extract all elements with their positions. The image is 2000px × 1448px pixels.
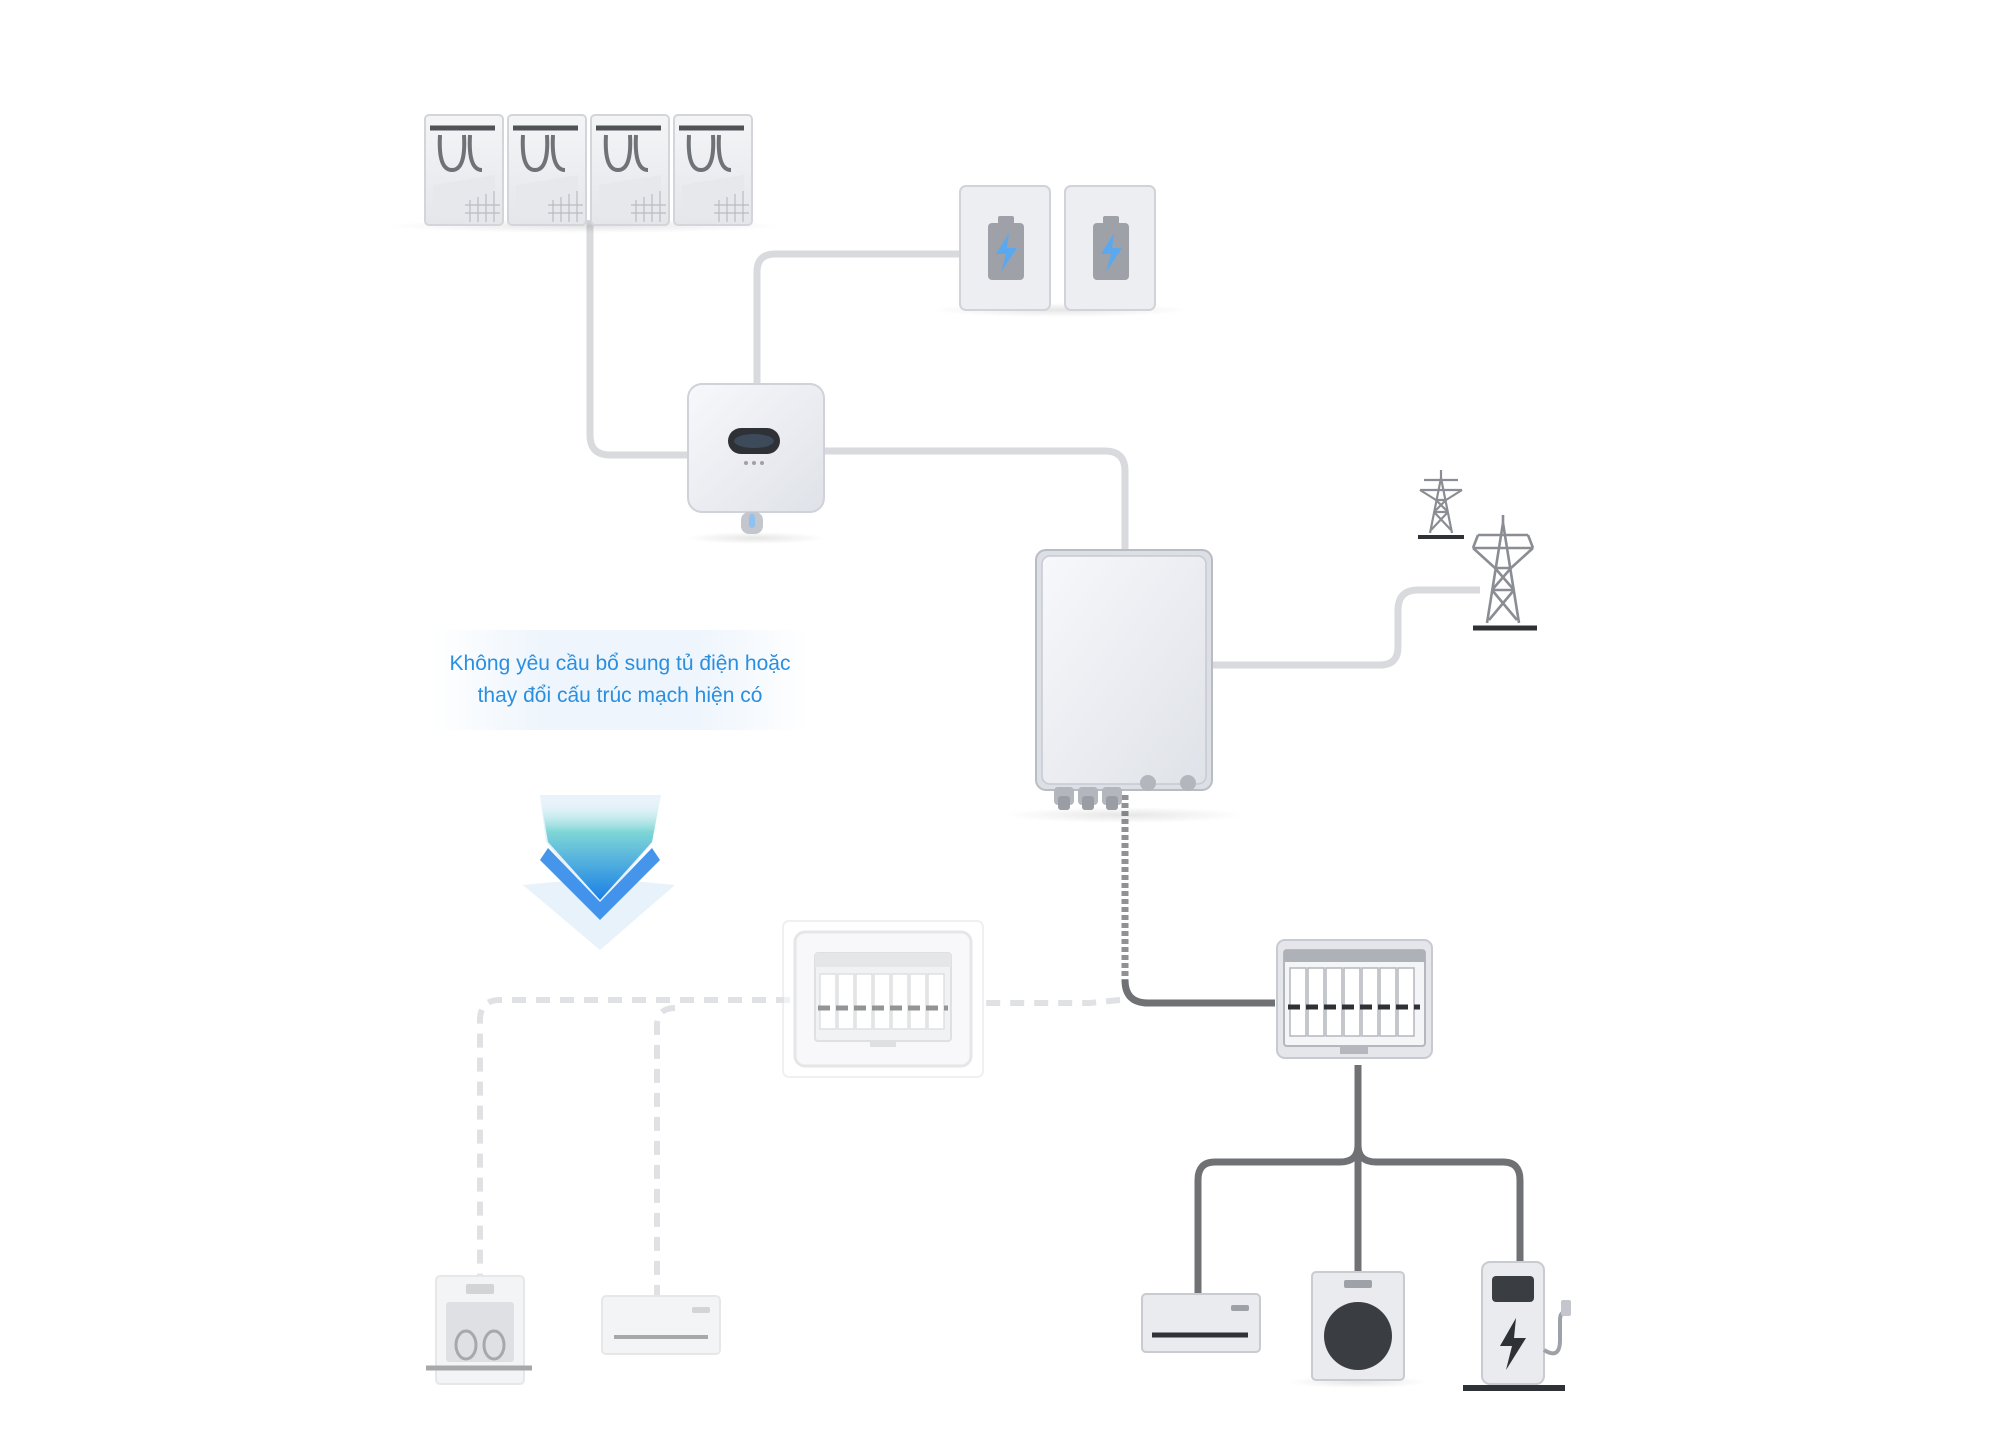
cable-box-newpanel: [1121, 979, 1275, 1007]
solar-panel-icon: [507, 114, 587, 226]
cable-old-ac-dashed: [654, 1005, 676, 1295]
transmission-tower-icon: [1418, 470, 1464, 539]
transmission-tower-icon: [1471, 515, 1537, 631]
cable-old-panel-dashed: [985, 997, 1121, 1006]
cable-box-grid: [1210, 586, 1480, 669]
solar-panel-icon: [424, 114, 504, 226]
cable-newpanel-loads: [1194, 1065, 1524, 1295]
air-conditioner-icon: [1141, 1293, 1261, 1353]
battery-bolt-icon: [959, 185, 1051, 311]
cables: [477, 220, 1524, 1295]
cable-battery-inverter: [753, 250, 965, 385]
existing-breaker-panel: [782, 920, 984, 1078]
solar-panel-icon: [673, 114, 753, 226]
air-conditioner-icon: [601, 1295, 721, 1355]
battery-bank: [930, 185, 1190, 317]
solar-panel-array: [385, 114, 785, 233]
ev-charger-icon: [1463, 1261, 1571, 1391]
chevron-down-arrow-icon: [523, 795, 675, 950]
hybrid-inverter: [685, 383, 825, 544]
note-line-1: Không yêu cầu bổ sung tủ điện hoặc: [449, 652, 791, 675]
power-grid: [1418, 470, 1537, 631]
note-line-2: thay đổi cấu trúc mạch hiện có: [477, 684, 763, 707]
dishwasher-icon: [426, 1275, 532, 1385]
cable-solar-inverter: [586, 220, 690, 459]
energy-management-box: [1005, 549, 1245, 823]
battery-bolt-icon: [1064, 185, 1156, 311]
backup-breaker-panel: [1276, 939, 1433, 1059]
solar-panel-icon: [590, 114, 670, 226]
info-note: Không yêu cầu bổ sung tủ điện hoặc thay …: [430, 630, 810, 730]
cable-old-loads-dashed: [477, 997, 790, 1275]
washing-machine-icon: [1288, 1271, 1428, 1388]
cable-inverter-box: [820, 447, 1129, 556]
